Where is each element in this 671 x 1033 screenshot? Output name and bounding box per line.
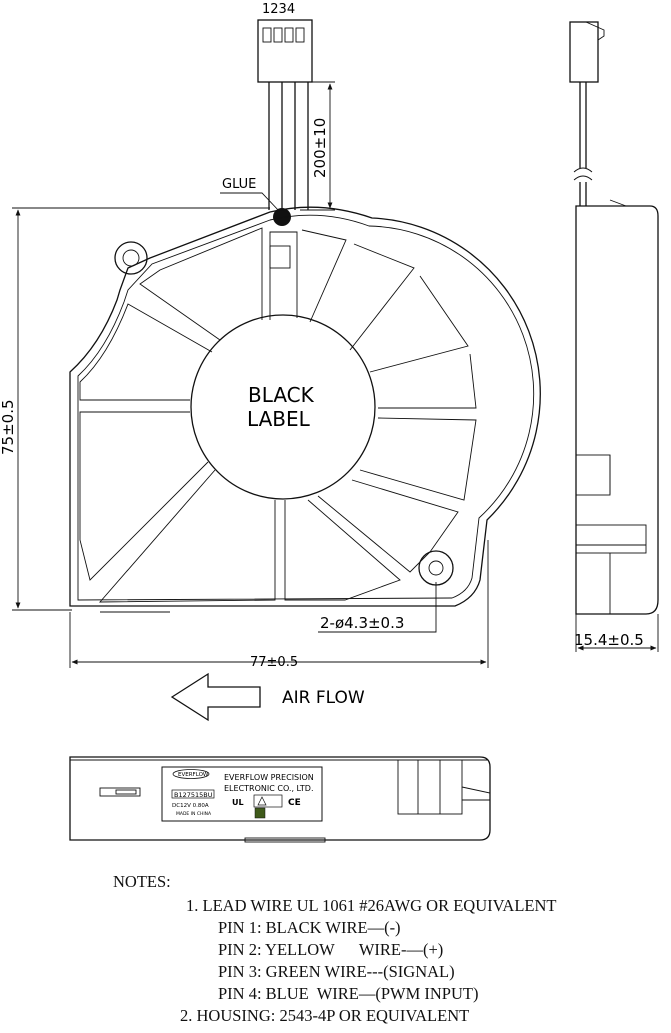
label-cert-ul: UL: [232, 798, 244, 807]
label-origin: MADE IN CHINA: [176, 811, 212, 817]
thickness-dimension: [575, 614, 659, 652]
connector-housing: [257, 19, 313, 83]
notes-heading: NOTES:: [113, 872, 171, 891]
width-dimension: [69, 540, 489, 668]
notes-line-1: 1. LEAD WIRE UL 1061 #26AWG OR EQUIVALEN…: [186, 896, 557, 915]
notes-pin-2: PIN 2: YELLOW WIRE-—(+): [218, 940, 444, 959]
product-label: [161, 766, 323, 822]
air-flow-arrow: [170, 672, 261, 722]
label-company-line1: EVERFLOW PRECISION: [224, 773, 314, 782]
label-rating: DC12V 0.80A: [172, 803, 209, 809]
center-label-line2: LABEL: [247, 407, 311, 431]
label-brand: EVERFLOW: [178, 772, 209, 778]
center-label-line1: BLACK: [248, 383, 315, 407]
height-dimension: [12, 207, 270, 611]
label-company-line2: ELECTRONIC CO., LTD.: [224, 784, 314, 793]
label-cert-ce: CE: [288, 798, 301, 808]
lead-wires: [268, 82, 309, 210]
thickness-dimension-text: 15.4±0.5: [574, 631, 644, 649]
lead-length-dimension: [300, 81, 335, 211]
lead-length-text: 200±10: [311, 118, 329, 178]
fan-front-view: [69, 206, 541, 613]
label-model: B127515BU: [174, 791, 213, 799]
label-warning-icon: [253, 794, 283, 808]
fan-side-view: [569, 21, 659, 615]
connector-pin-numbers: 1234: [262, 2, 295, 17]
glue-dot: [273, 208, 291, 226]
glue-label: GLUE: [222, 177, 256, 192]
notes-line-2: 2. HOUSING: 2543-4P OR EQUIVALENT: [180, 1006, 470, 1025]
height-dimension-text: 75±0.5: [0, 399, 17, 455]
fan-bottom-view: [69, 756, 491, 843]
width-dimension-text: 77±0.5: [250, 655, 298, 670]
air-flow-text: AIR FLOW: [282, 688, 365, 708]
notes-pin-4: PIN 4: BLUE WIRE—(PWM INPUT): [218, 984, 479, 1003]
notes-pin-3: PIN 3: GREEN WIRE---(SIGNAL): [218, 962, 455, 981]
hole-dimension-text: 2-ø4.3±0.3: [320, 614, 404, 632]
notes-pin-1: PIN 1: BLACK WIRE—(-): [218, 918, 401, 937]
